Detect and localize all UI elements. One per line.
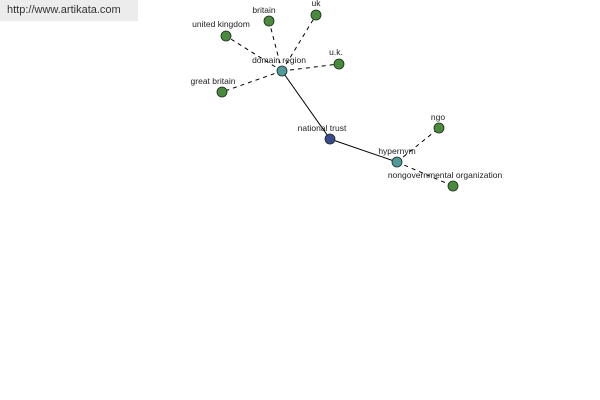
source-url-badge[interactable]: http://www.artikata.com xyxy=(0,0,138,21)
node-label-britain[interactable]: britain xyxy=(252,5,275,15)
node-hypernym[interactable] xyxy=(391,156,403,168)
edge-domain-region-to-great-britain xyxy=(221,70,283,93)
node-label-ngo[interactable]: ngo xyxy=(431,112,445,122)
edge-domain-region-to-britain xyxy=(268,20,283,72)
node-domain-region[interactable] xyxy=(276,65,288,77)
edge-domain-region-to-u-k xyxy=(281,63,340,72)
node-label-u-k[interactable]: u.k. xyxy=(329,47,343,57)
node-label-uk[interactable]: uk xyxy=(312,0,322,8)
node-britain[interactable] xyxy=(263,15,275,27)
node-label-national-trust[interactable]: national trust xyxy=(298,123,347,133)
node-great-britain[interactable] xyxy=(216,86,228,98)
node-u-k[interactable] xyxy=(333,58,345,70)
edges-layer xyxy=(221,14,454,187)
edge-domain-region-to-united-kingdom xyxy=(225,35,283,72)
edge-national-trust-to-hypernym xyxy=(329,138,398,163)
node-national-trust[interactable] xyxy=(324,133,336,145)
node-label-domain-region[interactable]: domain region xyxy=(252,55,306,65)
node-label-hypernym[interactable]: hypernym xyxy=(378,146,415,156)
node-united-kingdom[interactable] xyxy=(220,30,232,42)
node-nongovernmental-organization[interactable] xyxy=(447,180,459,192)
edge-national-trust-to-domain-region xyxy=(281,70,331,140)
labels-layer: national trust domain region hypernym unite… xyxy=(191,0,503,180)
node-ngo[interactable] xyxy=(433,122,445,134)
node-label-nongovernmental-organization[interactable]: nongovernmental organization xyxy=(388,170,503,180)
node-uk[interactable] xyxy=(310,9,322,21)
edge-hypernym-to-nongovernmental-organization xyxy=(396,161,454,187)
edge-hypernym-to-ngo xyxy=(396,127,440,163)
edge-domain-region-to-uk xyxy=(281,14,317,72)
node-label-united-kingdom[interactable]: united kingdom xyxy=(192,19,250,29)
nodes-layer xyxy=(216,9,459,192)
node-label-great-britain[interactable]: great britain xyxy=(191,76,236,86)
